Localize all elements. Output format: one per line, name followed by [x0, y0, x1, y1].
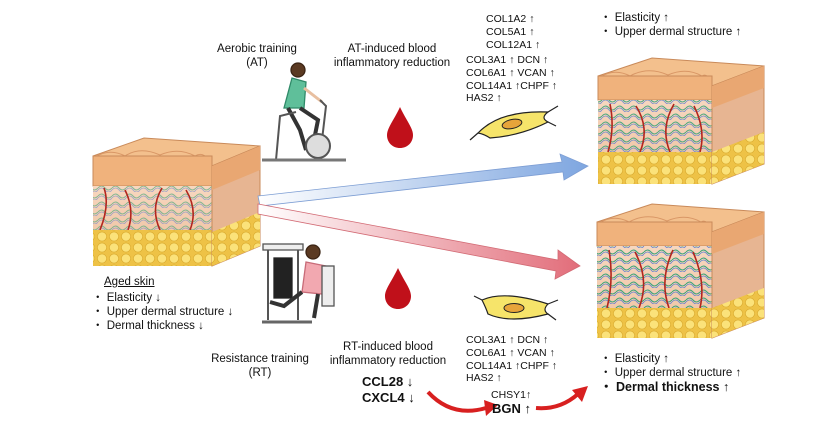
gene-item: COL14A1 ↑CHPF ↑ — [466, 79, 558, 92]
aged-item: ・ Upper dermal structure ↓ — [92, 306, 234, 318]
aged-skin-list: ・ Elasticity ↓ ・ Upper dermal structure … — [92, 291, 233, 333]
rt-curve-arrow-1 — [426, 390, 498, 416]
aged-skin-label: Aged skin — [104, 276, 155, 288]
ccl28-label: CCL28 ↓ — [362, 374, 414, 389]
skin-outcome-at-illustration — [597, 57, 765, 185]
rt-effect-line2: inflammatory reduction — [329, 355, 447, 367]
gene-item: COL6A1 ↑ VCAN ↑ — [466, 346, 555, 359]
outcome-item: ・ Elasticity ↑ — [600, 353, 670, 365]
aged-skin-illustration — [92, 137, 261, 267]
blood-drop-icon-rt — [385, 268, 411, 309]
fibroblast-icon-rt — [473, 295, 559, 321]
rt-curve-arrow-2 — [535, 386, 588, 411]
aged-item: ・ Dermal thickness ↓ — [92, 320, 204, 332]
resistance-trainer-illustration — [262, 243, 335, 324]
gene-item: COL6A1 ↑ VCAN ↑ — [466, 66, 555, 79]
outcome-rt-list: ・ Elasticity ↑ ・ Upper dermal structure … — [600, 352, 741, 394]
gene-item: COL3A1 ↑ DCN ↑ — [466, 54, 549, 66]
resistance-abbr: (RT) — [248, 367, 272, 379]
outcome-item-dermal-thickness: ・ Dermal thickness ↑ — [600, 380, 730, 394]
aged-item: ・ Elasticity ↓ — [92, 292, 162, 304]
rt-effect: RT-induced blood inflammatory reduction — [324, 340, 452, 368]
fibroblast-icon-at — [469, 105, 559, 141]
resistance-title-text: Resistance training — [211, 353, 309, 365]
cxcl4-label: CXCL4 ↓ — [362, 390, 415, 405]
at-effect: AT-induced blood inflammatory reduction — [328, 42, 456, 70]
outcome-item: ・ Elasticity ↑ — [600, 12, 670, 24]
at-genes-top: COL1A2 ↑ COL5A1 ↑ COL12A1 ↑ — [486, 13, 540, 51]
at-effect-line2: inflammatory reduction — [333, 57, 451, 69]
blood-drop-icon-at — [387, 107, 413, 148]
outcome-item: ・ Upper dermal structure ↑ — [600, 26, 742, 38]
at-arrow — [257, 153, 589, 207]
skin-outcome-rt-illustration — [596, 203, 765, 339]
gene-item: HAS2 ↑ — [466, 92, 502, 105]
rt-chemokines: CCL28 ↓ CXCL4 ↓ — [362, 374, 415, 406]
aerobic-title: Aerobic training (AT) — [212, 42, 302, 70]
gene-item: COL1A2 ↑ — [486, 13, 535, 25]
chsy1-label: CHSY1↑ — [491, 389, 532, 401]
at-genes-main: COL3A1 ↑ DCN ↑ COL6A1 ↑ VCAN ↑ COL14A1 ↑… — [466, 54, 557, 105]
aerobic-abbr: (AT) — [246, 57, 268, 69]
bgn-label: BGN ↑ — [492, 401, 531, 416]
outcome-item: ・ Upper dermal structure ↑ — [600, 367, 742, 379]
at-effect-line1: AT-induced blood — [347, 43, 437, 55]
gene-item: COL3A1 ↑ DCN ↑ — [466, 334, 549, 346]
resistance-title: Resistance training (RT) — [200, 352, 320, 380]
aerobic-title-text: Aerobic training — [217, 43, 297, 55]
outcome-at-list: ・ Elasticity ↑ ・ Upper dermal structure … — [600, 11, 741, 39]
aerobic-cyclist-illustration — [262, 62, 346, 162]
rt-effect-line1: RT-induced blood — [343, 341, 433, 353]
rt-genes-main: COL3A1 ↑ DCN ↑ COL6A1 ↑ VCAN ↑ COL14A1 ↑… — [466, 334, 557, 385]
gene-item: HAS2 ↑ — [466, 372, 502, 385]
gene-item: COL5A1 ↑ — [486, 25, 535, 38]
rt-arrow — [257, 203, 581, 280]
gene-item: COL14A1 ↑CHPF ↑ — [466, 359, 558, 372]
gene-item: COL12A1 ↑ — [486, 38, 541, 51]
